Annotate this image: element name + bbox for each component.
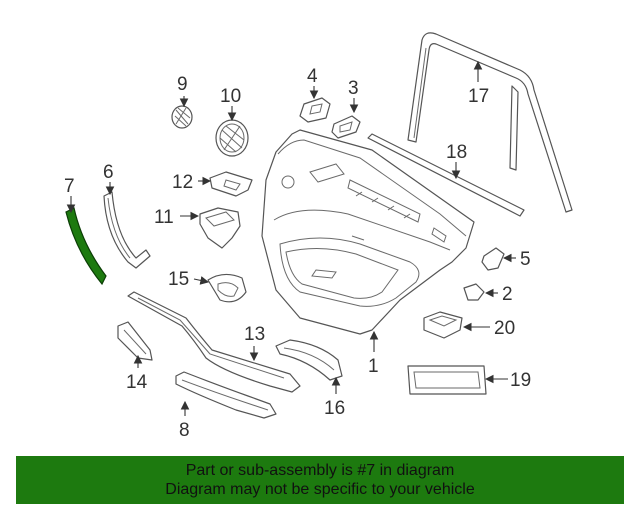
callout-14: 14: [126, 372, 148, 393]
part-1-door-trim-panel: [261, 129, 475, 335]
part-2-clip: [463, 283, 485, 301]
callout-10: 10: [220, 86, 241, 107]
part-9-speaker-cover: [171, 105, 193, 129]
callout-4: 4: [307, 66, 318, 87]
part-4-clip: [299, 97, 331, 123]
banner-line-1: Part or sub-assembly is #7 in diagram: [185, 462, 455, 479]
callout-15: 15: [168, 269, 189, 290]
part-14-pocket: [117, 321, 153, 361]
callout-1: 1: [368, 356, 379, 377]
part-18-belt-strip: [367, 133, 525, 217]
callout-3: 3: [348, 78, 359, 99]
part-5-clip: [481, 247, 505, 271]
callout-labels: 7 6 9 10 4 3 17 18 12 11 15 5 2 20 19 1 …: [64, 66, 531, 441]
callout-2: 2: [502, 284, 513, 305]
leader-lines: [66, 60, 516, 416]
info-banner: Part or sub-assembly is #7 in diagram Di…: [16, 456, 624, 504]
callout-13: 13: [244, 324, 265, 345]
callout-19: 19: [510, 370, 531, 391]
callout-11: 11: [154, 207, 174, 228]
callout-8: 8: [179, 420, 190, 441]
callout-12: 12: [172, 172, 193, 193]
callout-17: 17: [468, 86, 489, 107]
callout-9: 9: [177, 74, 188, 95]
callout-18: 18: [446, 142, 467, 163]
callout-16: 16: [324, 398, 345, 419]
part-8-armrest-pad: [175, 371, 277, 419]
callout-6: 6: [103, 162, 114, 183]
part-19-panel: [407, 365, 487, 395]
parts-diagram: 7 6 9 10 4 3 17 18 12 11 15 5 2 20 19 1 …: [64, 32, 573, 441]
callout-20: 20: [494, 318, 515, 339]
part-7-shape: [65, 207, 107, 286]
part-6-grab-handle: [103, 191, 151, 269]
part-12-switch-housing: [209, 171, 253, 197]
callout-7: 7: [64, 176, 75, 197]
part-17-window-seal: [407, 32, 573, 213]
part-10-speaker-grille: [215, 119, 249, 157]
part-20-switch: [423, 311, 463, 339]
part-15-cover: [207, 273, 247, 303]
part-7-handle-trim-highlighted: [65, 207, 107, 286]
callout-5: 5: [520, 249, 531, 270]
banner-line-2: Diagram may not be specific to your vehi…: [165, 481, 475, 498]
part-3-clip: [331, 115, 361, 139]
part-11-switch-bezel: [199, 207, 241, 249]
part-13-armrest-trim: [127, 291, 301, 393]
part-16-pull-handle: [275, 339, 343, 381]
